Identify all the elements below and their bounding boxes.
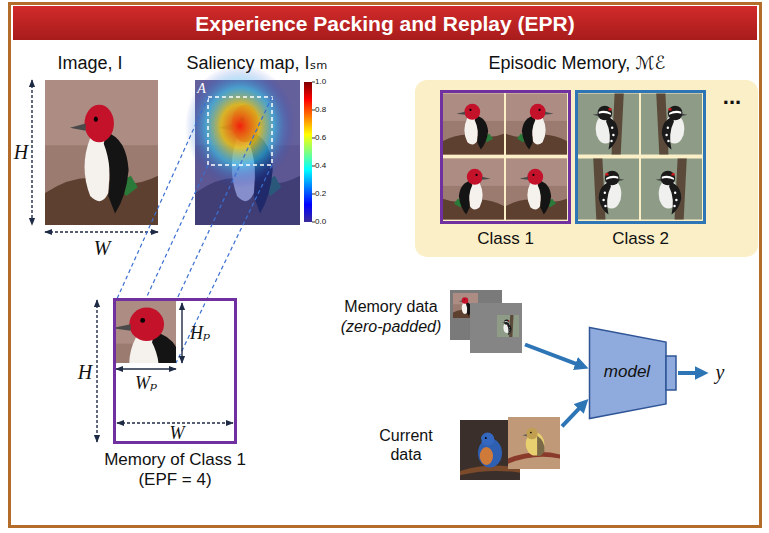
- dimension-label: W: [166, 425, 188, 441]
- label-holder: 1.0: [315, 77, 339, 87]
- class-memory: Class 1: [440, 90, 571, 224]
- colorbar-tick: 0.4: [315, 161, 339, 171]
- label-holder: 0.2: [315, 189, 339, 199]
- packed-memory-picture: [83, 286, 233, 443]
- episodic-memory-picture: [415, 80, 758, 257]
- flow-arrow: [525, 345, 577, 365]
- memory-data: Memory data(zero-padded): [335, 285, 525, 355]
- label-holder: 0.4: [315, 161, 339, 171]
- text-holder: Memory data: [335, 297, 447, 316]
- episodic-memory: Episodic Memory, ℳℰ... Class 1Class 2: [412, 50, 760, 260]
- label-holder: H: [12, 140, 30, 164]
- current-data-picture: [460, 417, 560, 480]
- text-holder: Class 2: [575, 229, 706, 249]
- label-holder: 0.0: [315, 217, 339, 227]
- text-holder: Image, I: [40, 52, 140, 74]
- current-data: Current data: [370, 412, 562, 484]
- model-label: model: [588, 362, 666, 382]
- panel-label: Episodic Memory, ℳℰ: [427, 52, 727, 74]
- colorbar-tick: 0.8: [315, 105, 339, 115]
- text-holder: Saliency map, Iₛₘ: [172, 52, 342, 74]
- input-label: Memory data: [335, 297, 447, 316]
- text-holder: Current data: [370, 426, 442, 464]
- text-holder: model: [588, 362, 666, 382]
- text-holder: ...: [710, 84, 754, 110]
- colorbar-tick: 0.6: [315, 133, 339, 143]
- outer-frame: [10, 4, 761, 527]
- colorbar-tick: 0.0: [315, 217, 339, 227]
- title-bar: Experience Packing and Replay (EPR): [13, 6, 757, 40]
- panel-label: Image, I: [40, 52, 140, 74]
- input-label: Current data: [370, 426, 442, 464]
- dimension-label: H: [76, 360, 94, 384]
- packed-memory: Memory of Class 1 (EPF = 4): [113, 298, 237, 444]
- colorbar-tick: 0.2: [315, 189, 339, 199]
- text-holder: (zero-padded): [335, 317, 447, 336]
- label-holder: 0.6: [315, 133, 339, 143]
- class-memory: Class 2: [575, 90, 706, 224]
- label-holder: H: [76, 360, 94, 384]
- panel-label: Saliency map, Iₛₘ: [172, 52, 342, 74]
- ellipsis: ...: [710, 84, 754, 110]
- dimension-label: Wₚ: [131, 372, 161, 394]
- label-holder: W: [166, 425, 188, 441]
- text-holder: Memory of Class 1 (EPF = 4): [95, 450, 255, 490]
- input-note: (zero-padded): [335, 317, 447, 336]
- dimension-label: Hₚ: [186, 322, 214, 344]
- label-holder: A: [195, 80, 208, 97]
- output-label: y: [712, 360, 728, 384]
- memory-caption: Memory of Class 1 (EPF = 4): [95, 450, 255, 490]
- dimension-label: H: [12, 140, 30, 164]
- flow-arrow: [562, 408, 580, 426]
- label-holder: 0.8: [315, 105, 339, 115]
- label-holder: Wₚ: [131, 372, 161, 394]
- title-text: Experience Packing and Replay (EPR): [195, 11, 574, 36]
- class-label: Class 1: [440, 229, 571, 249]
- input-image: Image, I: [40, 50, 165, 230]
- label-holder: W: [91, 236, 113, 260]
- class-label: Class 2: [575, 229, 706, 249]
- region-label: A: [195, 80, 208, 97]
- dimension-label: W: [91, 236, 113, 260]
- input-photo: [32, 80, 158, 232]
- memory-data-picture: [450, 290, 522, 353]
- text-holder: Class 1: [440, 229, 571, 249]
- label-holder: y: [712, 360, 728, 384]
- text-holder: Episodic Memory, ℳℰ: [427, 52, 727, 74]
- output-arrow: [678, 371, 696, 375]
- model-block: model: [588, 326, 680, 420]
- label-holder: Hₚ: [186, 322, 214, 344]
- colorbar-tick: 1.0: [315, 77, 339, 87]
